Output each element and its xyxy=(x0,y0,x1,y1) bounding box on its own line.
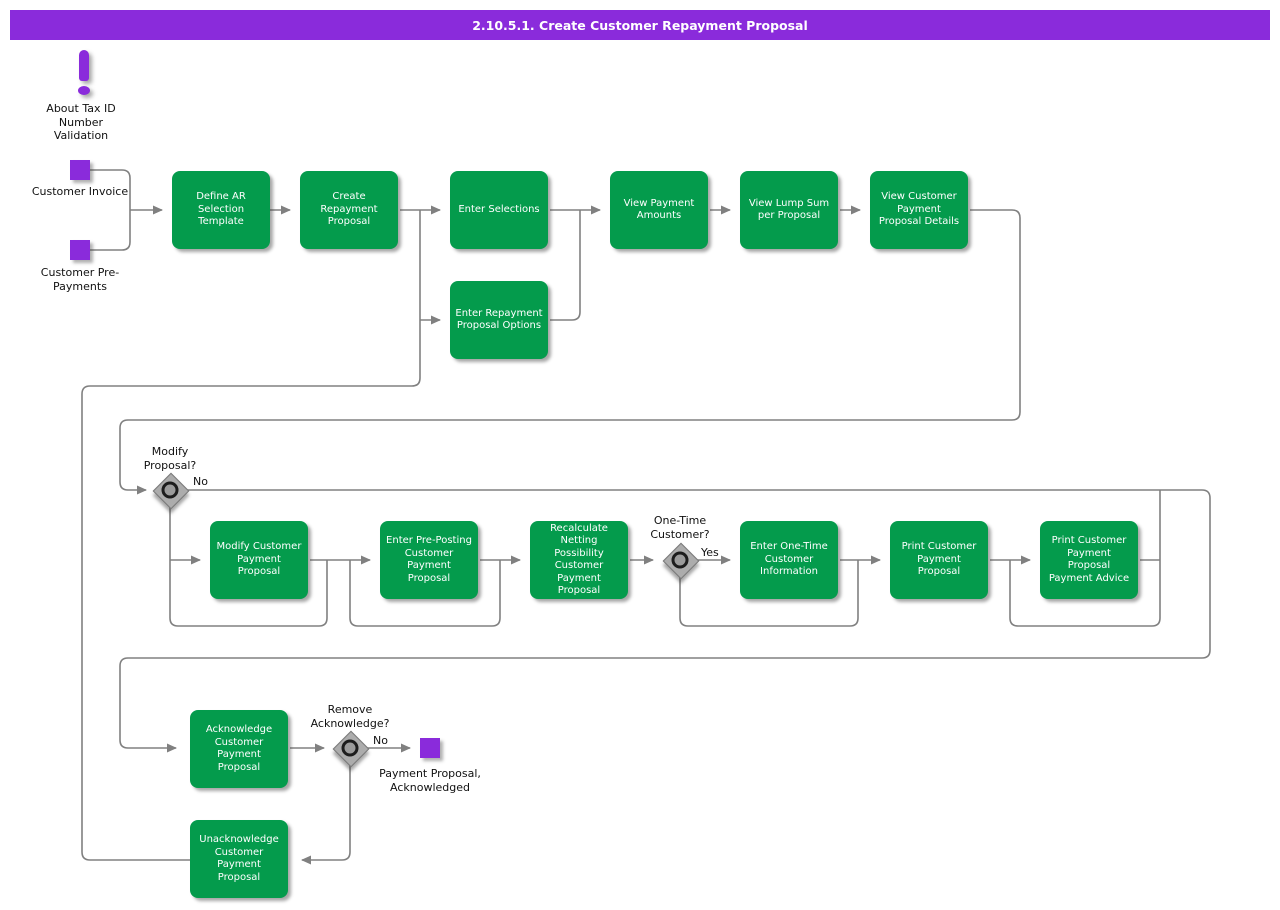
edge-vcppd-modifydecision xyxy=(119,209,1021,495)
event-payment-proposal-acknowledged-label: Payment Proposal, Acknowledged xyxy=(379,767,481,794)
event-customer-invoice-label: Customer Invoice xyxy=(31,185,129,198)
event-customer-prepayments xyxy=(70,240,90,260)
branch-label-no-2: No xyxy=(373,734,388,747)
process-enter-one-time-customer-information[interactable]: Enter One-Time Customer Information xyxy=(740,521,838,599)
event-customer-prepayments-label: Customer Pre-Payments xyxy=(40,266,120,293)
edge-bypass-modify xyxy=(169,507,328,627)
annotation-about-tax: About Tax ID Number Validation xyxy=(46,102,116,142)
decision-one-time-customer-label: One-Time Customer? xyxy=(650,514,710,541)
process-print-customer-payment-proposal[interactable]: Print Customer Payment Proposal xyxy=(890,521,988,599)
decision-remove-acknowledge xyxy=(332,730,370,768)
process-define-ar-selection-template[interactable]: Define AR Selection Template xyxy=(172,171,270,249)
decision-one-time-customer xyxy=(662,542,700,580)
process-enter-repayment-proposal-options[interactable]: Enter Repayment Proposal Options xyxy=(450,281,548,359)
edge-inputs-merge xyxy=(90,169,131,251)
event-payment-proposal-acknowledged xyxy=(420,738,440,758)
process-enter-selections[interactable]: Enter Selections xyxy=(450,171,548,249)
edge-bypass-onetime xyxy=(679,560,859,627)
edge-loop-return xyxy=(81,210,421,861)
process-view-payment-amounts[interactable]: View Payment Amounts xyxy=(610,171,708,249)
process-recalculate-netting-possibility[interactable]: Recalculate Netting Possibility Customer… xyxy=(530,521,628,599)
event-customer-invoice xyxy=(70,160,90,180)
branch-label-yes: Yes xyxy=(701,546,719,559)
process-modify-customer-payment-proposal[interactable]: Modify Customer Payment Proposal xyxy=(210,521,308,599)
process-print-payment-advice[interactable]: Print Customer Payment Proposal Payment … xyxy=(1040,521,1138,599)
process-view-customer-payment-proposal-details[interactable]: View Customer Payment Proposal Details xyxy=(870,171,968,249)
process-enter-preposting-customer-payment-proposal[interactable]: Enter Pre-Posting Customer Payment Propo… xyxy=(380,521,478,599)
process-unacknowledge-customer-payment-proposal[interactable]: Unacknowledge Customer Payment Proposal xyxy=(190,820,288,898)
edge-no-loop-to-acknowledge xyxy=(119,489,1211,753)
process-view-lump-sum-per-proposal[interactable]: View Lump Sum per Proposal xyxy=(740,171,838,249)
diagram-title-bar: 2.10.5.1. Create Customer Repayment Prop… xyxy=(10,10,1270,40)
edge-remove-unack xyxy=(301,765,351,865)
flow-connectors xyxy=(81,169,1211,865)
edge-bypass-advice xyxy=(1009,490,1161,627)
process-create-repayment-proposal[interactable]: Create Repayment Proposal xyxy=(300,171,398,249)
process-acknowledge-customer-payment-proposal[interactable]: Acknowledge Customer Payment Proposal xyxy=(190,710,288,788)
edge-options-merge xyxy=(550,210,581,321)
decision-modify-proposal xyxy=(152,472,190,510)
branch-label-no: No xyxy=(193,475,208,488)
edge-bypass-prepost xyxy=(349,560,501,627)
decision-remove-acknowledge-label: Remove Acknowledge? xyxy=(310,703,390,730)
decision-modify-proposal-label: Modify Proposal? xyxy=(143,445,197,472)
